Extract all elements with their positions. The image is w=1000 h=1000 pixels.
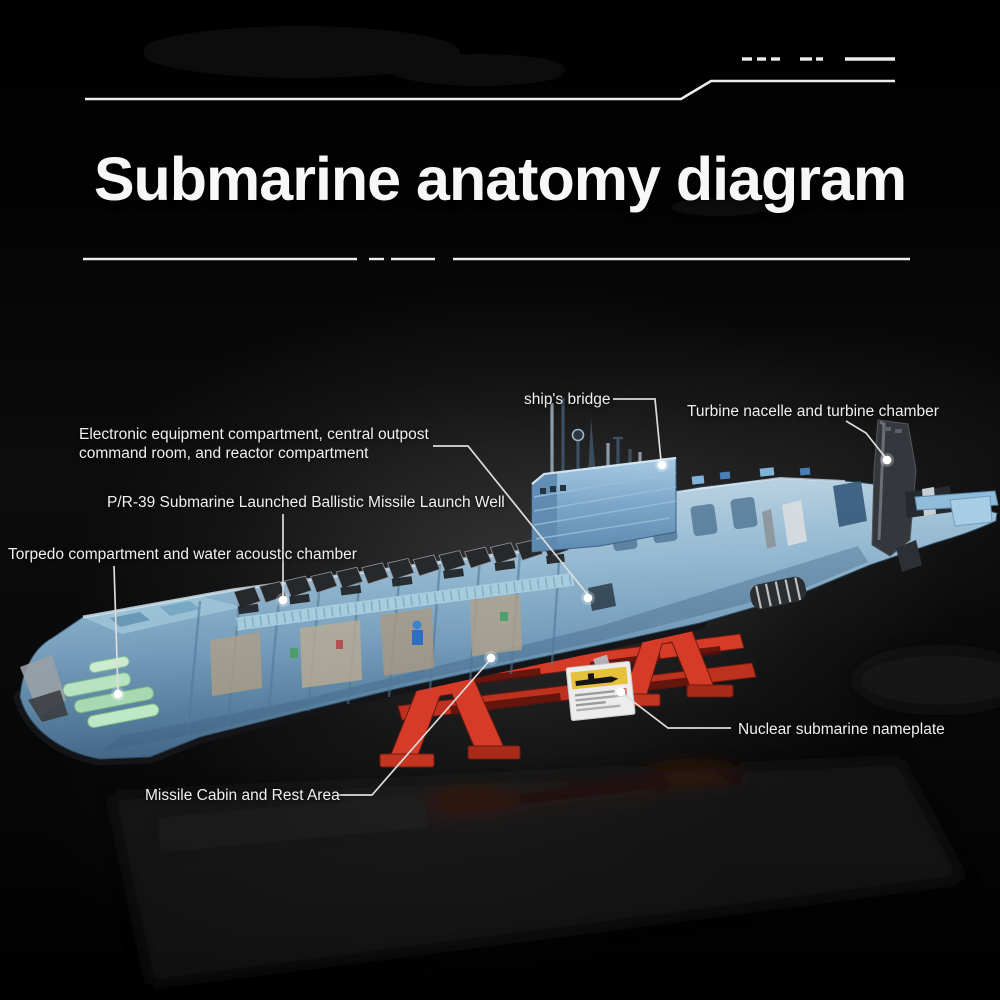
leader-lines	[113, 398, 886, 796]
submarine-hull	[13, 467, 998, 766]
sail-windows	[540, 485, 566, 494]
label-turbine: Turbine nacelle and turbine chamber	[687, 403, 939, 420]
label-missile-cabin: Missile Cabin and Rest Area	[145, 787, 340, 804]
label-nameplate: Nuclear submarine nameplate	[738, 721, 945, 738]
leader-dot	[276, 593, 290, 607]
exhaust-cylinder	[750, 576, 807, 610]
lower-rudder	[896, 540, 922, 572]
leader-dots	[111, 453, 894, 701]
floor-reflection	[110, 650, 1000, 985]
leader-dot	[111, 687, 125, 701]
deco-line-top	[85, 57, 895, 101]
sail-and-masts	[531, 398, 677, 553]
nameplate-submarine-silhouette	[575, 673, 619, 687]
leader-missile-cabin	[338, 659, 491, 796]
faint-smudge-marks	[140, 26, 780, 216]
leader-turbine	[845, 420, 886, 458]
deck-fittings	[691, 467, 811, 485]
label-torpedo: Torpedo compartment and water acoustic c…	[8, 546, 357, 563]
stern-assembly	[871, 419, 999, 572]
minifigure	[412, 620, 423, 645]
silver-band	[782, 500, 807, 546]
leader-dot	[614, 685, 628, 699]
missile-hatches	[233, 535, 575, 631]
leader-nameplate	[621, 692, 731, 729]
page-title: Submarine anatomy diagram	[93, 145, 907, 213]
label-ships-bridge: ship's bridge	[524, 391, 611, 408]
leader-dot	[484, 651, 498, 665]
leader-electronic	[433, 445, 589, 596]
nameplate	[565, 654, 636, 722]
leader-dot	[581, 591, 595, 605]
leader-ships-bridge	[613, 398, 662, 462]
mast-cone	[588, 418, 596, 478]
torpedo-tubes	[62, 656, 160, 728]
leader-dot	[655, 458, 669, 472]
leader-torpedo	[113, 565, 119, 692]
label-missile-well: P/R-39 Submarine Launched Ballistic Miss…	[107, 494, 505, 511]
periscope-head	[571, 428, 585, 442]
leader-dot	[880, 453, 894, 467]
label-electronic: Electronic equipment compartment, centra…	[79, 426, 429, 462]
